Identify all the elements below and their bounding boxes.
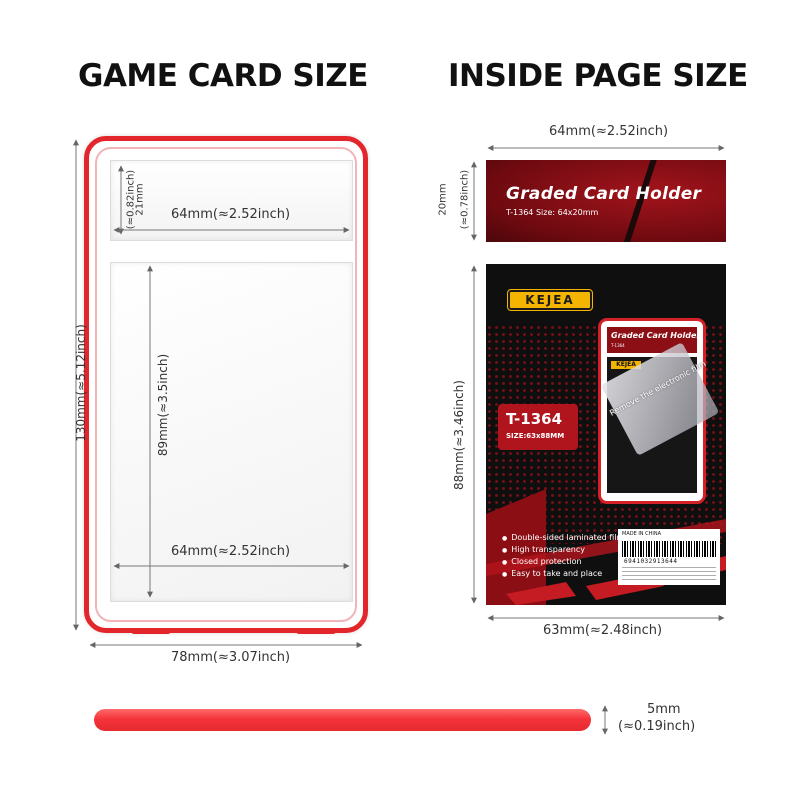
feature-item: Closed protection <box>502 556 624 568</box>
top-slot-height-inch-label: (≈0.82inch) <box>125 169 137 230</box>
feature-item: Double-sided laminated film <box>502 532 624 544</box>
card-width-label: 78mm(≈3.07inch) <box>171 650 291 665</box>
top-slot-width-label: 64mm(≈2.52inch) <box>171 207 291 222</box>
label-title: Graded Card Holder <box>506 184 702 204</box>
made-in-text: MADE IN CHINA <box>622 531 662 537</box>
model-number: T-1364 <box>506 410 563 428</box>
label-width-label: 64mm(≈2.52inch) <box>549 124 669 139</box>
mini-kejea-logo: KEJEA <box>611 361 641 369</box>
insert-page: KEJEA T-1364 SIZE:63x88MM Graded Card Ho… <box>486 264 726 605</box>
thickness-inch-label: (≈0.19inch) <box>618 719 696 734</box>
label-height-inch-label: (≈0.78inch) <box>459 169 471 230</box>
card-bottom-tab-right <box>296 628 336 634</box>
barcode-number: 6941032913644 <box>624 558 678 565</box>
feature-item: Easy to take and place <box>502 568 624 580</box>
main-slot-width-label: 64mm(≈2.52inch) <box>171 544 291 559</box>
inside-page-size-heading: INSIDE PAGE SIZE <box>448 58 748 94</box>
label-height-label: 20mm <box>437 183 449 216</box>
game-card-size-heading: GAME CARD SIZE <box>78 58 368 94</box>
feature-list: Double-sided laminated film High transpa… <box>502 532 624 580</box>
barcode-block: MADE IN CHINA 6941032913644 <box>618 529 720 585</box>
model-size: SIZE:63x88MM <box>506 432 565 440</box>
barcode-icon <box>622 541 716 557</box>
card-inner-border <box>95 147 357 622</box>
feature-item: High transparency <box>502 544 624 556</box>
card-bottom-tab-left <box>131 628 171 634</box>
mini-card-sub: T-1364 <box>611 343 625 348</box>
thickness-label: 5mm <box>647 702 681 717</box>
address-lines <box>622 567 716 581</box>
card-height-label: 130mm(≈5.12inch) <box>74 324 88 442</box>
insert-label-strip: Graded Card Holder T-1364 Size: 64x20mm <box>486 160 726 242</box>
mini-card-title: Graded Card Holder <box>611 331 701 340</box>
label-subtitle: T-1364 Size: 64x20mm <box>506 208 599 217</box>
page-height-label: 88mm(≈3.46inch) <box>452 380 466 490</box>
page-width-label: 63mm(≈2.48inch) <box>543 623 663 638</box>
thickness-edge-bar <box>94 709 591 731</box>
kejea-logo: KEJEA <box>507 289 593 311</box>
main-slot-height-label: 89mm(≈3.5inch) <box>156 353 170 457</box>
model-badge: T-1364 SIZE:63x88MM <box>498 404 578 450</box>
